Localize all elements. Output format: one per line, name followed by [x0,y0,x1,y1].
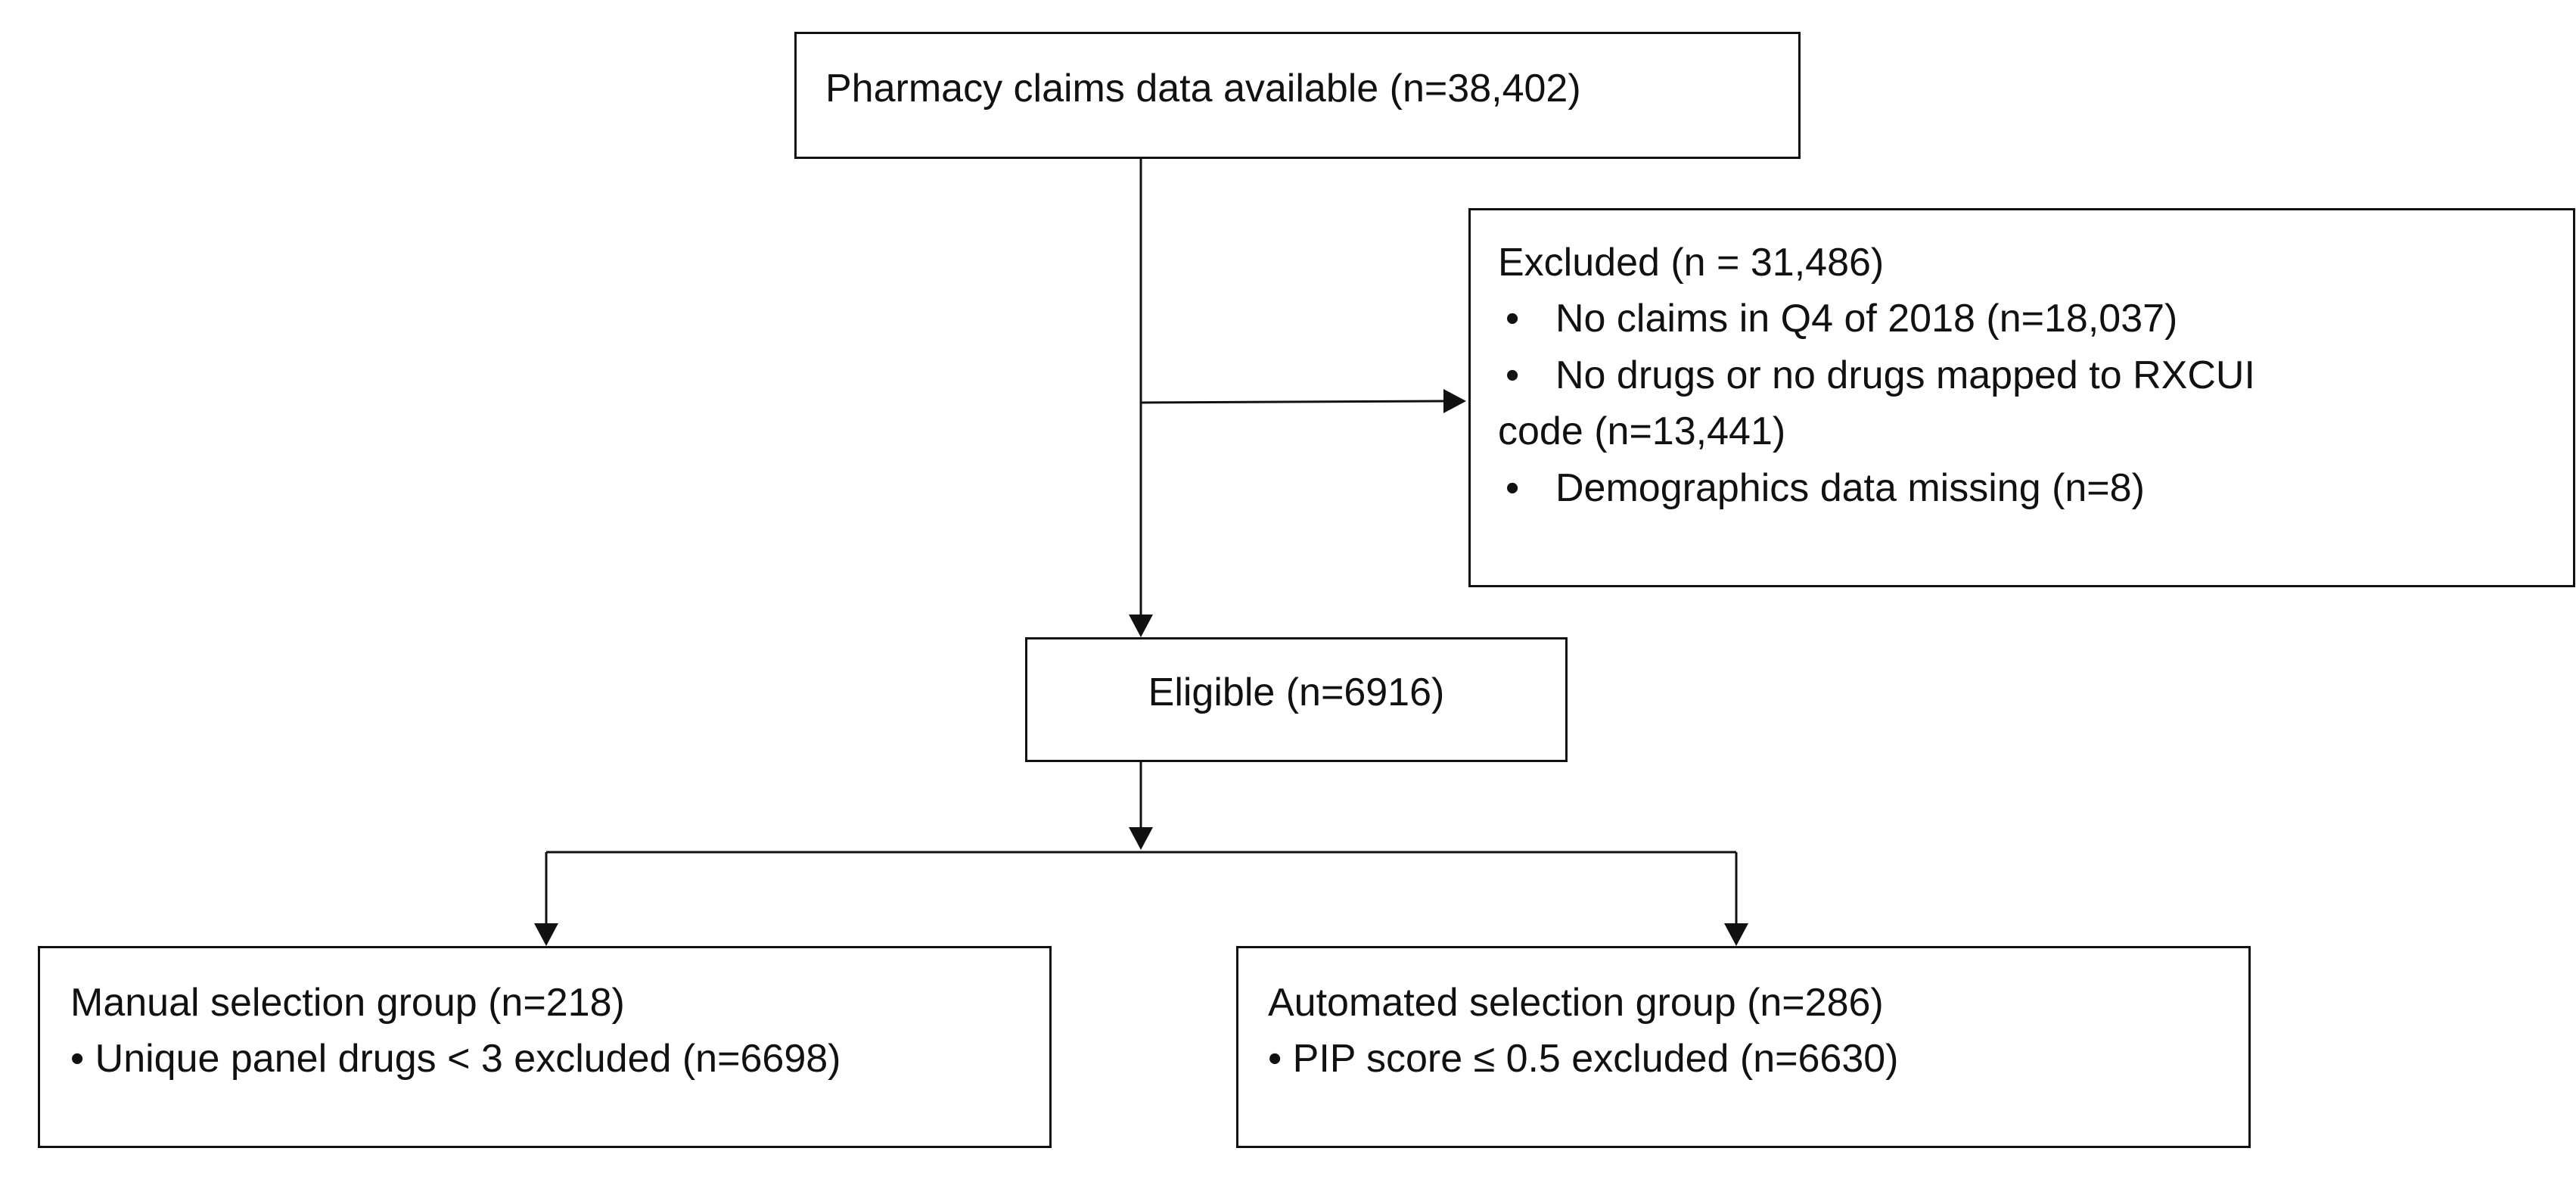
manual-group-exclusion: • Unique panel drugs < 3 excluded (n=669… [70,1037,841,1081]
arrowhead-excluded [1443,389,1466,413]
manual-group-box: Manual selection group (n=218) • Unique … [38,946,1052,1148]
connector-to-excluded [1140,400,1446,404]
excluded-item-text: No drugs or no drugs mapped to RXCUI [1555,353,2255,397]
excluded-item-text: Demographics data missing (n=8) [1555,465,2145,510]
arrowhead-manual [534,923,558,946]
excluded-title: Excluded (n = 31,486) [1498,241,1885,285]
excluded-item: • No claims in Q4 of 2018 (n=18,037) [1498,295,2509,342]
arrowhead-split [1129,827,1153,850]
excluded-item: • Demographics data missing (n=8) [1498,465,2509,512]
source-label: Pharmacy claims data available (n=38,402… [825,67,1581,110]
excluded-box: Excluded (n = 31,486) • No claims in Q4 … [1468,208,2575,587]
bullet-icon: • [1506,297,1520,341]
automated-group-exclusion: • PIP score ≤ 0.5 excluded (n=6630) [1268,1037,1899,1081]
excluded-item-continuation: code (n=13,441) [1498,409,1786,454]
source-box: Pharmacy claims data available (n=38,402… [794,32,1801,159]
excluded-item: • No drugs or no drugs mapped to RXCUI c… [1498,352,2509,456]
manual-group-title: Manual selection group (n=218) [70,981,625,1025]
bullet-icon: • [1506,353,1520,397]
excluded-item-text: No claims in Q4 of 2018 (n=18,037) [1555,297,2178,341]
eligible-box: Eligible (n=6916) [1025,637,1568,762]
arrowhead-automated [1724,923,1748,946]
automated-group-box: Automated selection group (n=286) • PIP … [1236,946,2251,1148]
bullet-icon: • [1506,465,1520,510]
eligible-label: Eligible (n=6916) [1148,671,1445,714]
automated-group-title: Automated selection group (n=286) [1268,981,1884,1025]
arrowhead-eligible [1129,615,1153,637]
